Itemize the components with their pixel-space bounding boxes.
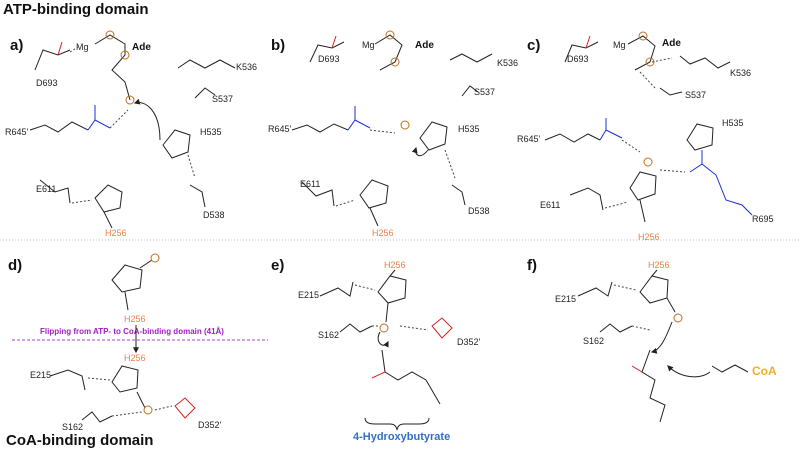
panel-e: H256 E215 S162 D352' 4-Hydroxybutyrate (298, 260, 481, 443)
residue-e215-f: E215 (555, 294, 576, 304)
mg-ion-c: Mg (613, 40, 626, 50)
residue-k536-b: K536 (497, 58, 518, 68)
ade-label-a: Ade (132, 42, 151, 53)
residue-d538-a: D538 (203, 210, 225, 220)
residue-k536-c: K536 (730, 68, 751, 78)
panel-b-label: b) (271, 37, 285, 54)
flip-label: Flipping from ATP- to CoA-binding domain… (40, 327, 224, 336)
coa-label: CoA (752, 364, 777, 378)
residue-s162-d: S162 (62, 422, 83, 432)
residue-r645-a: R645' (5, 127, 29, 137)
residue-d693-c: D693 (567, 54, 589, 64)
mg-ion-b: Mg (362, 40, 375, 50)
residue-h256-d-bottom: H256 (124, 353, 146, 363)
residue-k536-a: K536 (236, 62, 257, 72)
residue-r695-c: R695 (752, 214, 774, 224)
panel-f: H256 E215 S162 CoA (555, 260, 777, 423)
residue-r645-c: R645' (517, 134, 541, 144)
residue-h256-f: H256 (648, 260, 670, 270)
residue-e215-e: E215 (298, 290, 319, 300)
residue-h256-d-top: H256 (124, 314, 146, 324)
residue-d538-b: D538 (468, 206, 490, 216)
panel-a: D693 Mg Ade K536 S537 R645' H535 D538 E6… (5, 30, 257, 238)
coa-domain-title: CoA-binding domain (6, 432, 153, 449)
residue-h256-a: H256 (105, 228, 127, 238)
ade-label-b: Ade (415, 40, 434, 51)
residue-s162-f: S162 (583, 336, 604, 346)
residue-s537-b: S537 (474, 87, 495, 97)
residue-h256-c: H256 (638, 232, 660, 242)
residue-s537-c: S537 (685, 90, 706, 100)
ade-label-c: Ade (662, 38, 681, 49)
residue-r645-b: R645' (268, 124, 292, 134)
residue-h535-c: H535 (722, 118, 744, 128)
residue-d352-e: D352' (457, 337, 481, 347)
residue-h256-b: H256 (372, 228, 394, 238)
residue-e215-d: E215 (30, 370, 51, 380)
panel-f-label: f) (527, 257, 537, 274)
panel-c: D693 Mg Ade K536 S537 R645' H535 H256 R6… (517, 31, 774, 242)
residue-h256-e: H256 (384, 260, 406, 270)
residue-h535-b: H535 (458, 124, 480, 134)
residue-h535-a: H535 (200, 127, 222, 137)
hydroxybutyrate-label: 4-Hydroxybutyrate (353, 431, 450, 443)
panel-a-label: a) (10, 37, 23, 54)
atp-domain-title: ATP-binding domain (3, 1, 149, 18)
residue-e611-b: E611 (300, 179, 320, 189)
mg-ion: Mg (76, 42, 89, 52)
panel-b: D693 Mg Ade K536 S537 R645' H535 D538 E6… (268, 30, 518, 238)
hydroxybutyrate-brace (364, 417, 430, 431)
panel-e-label: e) (271, 257, 284, 274)
residue-e611-c: E611 (540, 200, 560, 210)
residue-d693: D693 (36, 78, 58, 88)
residue-s537-a: S537 (212, 94, 233, 104)
panel-d-label: d) (8, 257, 22, 274)
residue-e611-a: E611 (36, 184, 56, 194)
panel-d: H256 Flipping from ATP- to CoA-binding d… (12, 253, 268, 432)
residue-d693-b: D693 (318, 54, 340, 64)
residue-d352-d: D352' (198, 420, 222, 430)
panel-c-label: c) (527, 37, 540, 54)
residue-s162-e: S162 (318, 330, 339, 340)
